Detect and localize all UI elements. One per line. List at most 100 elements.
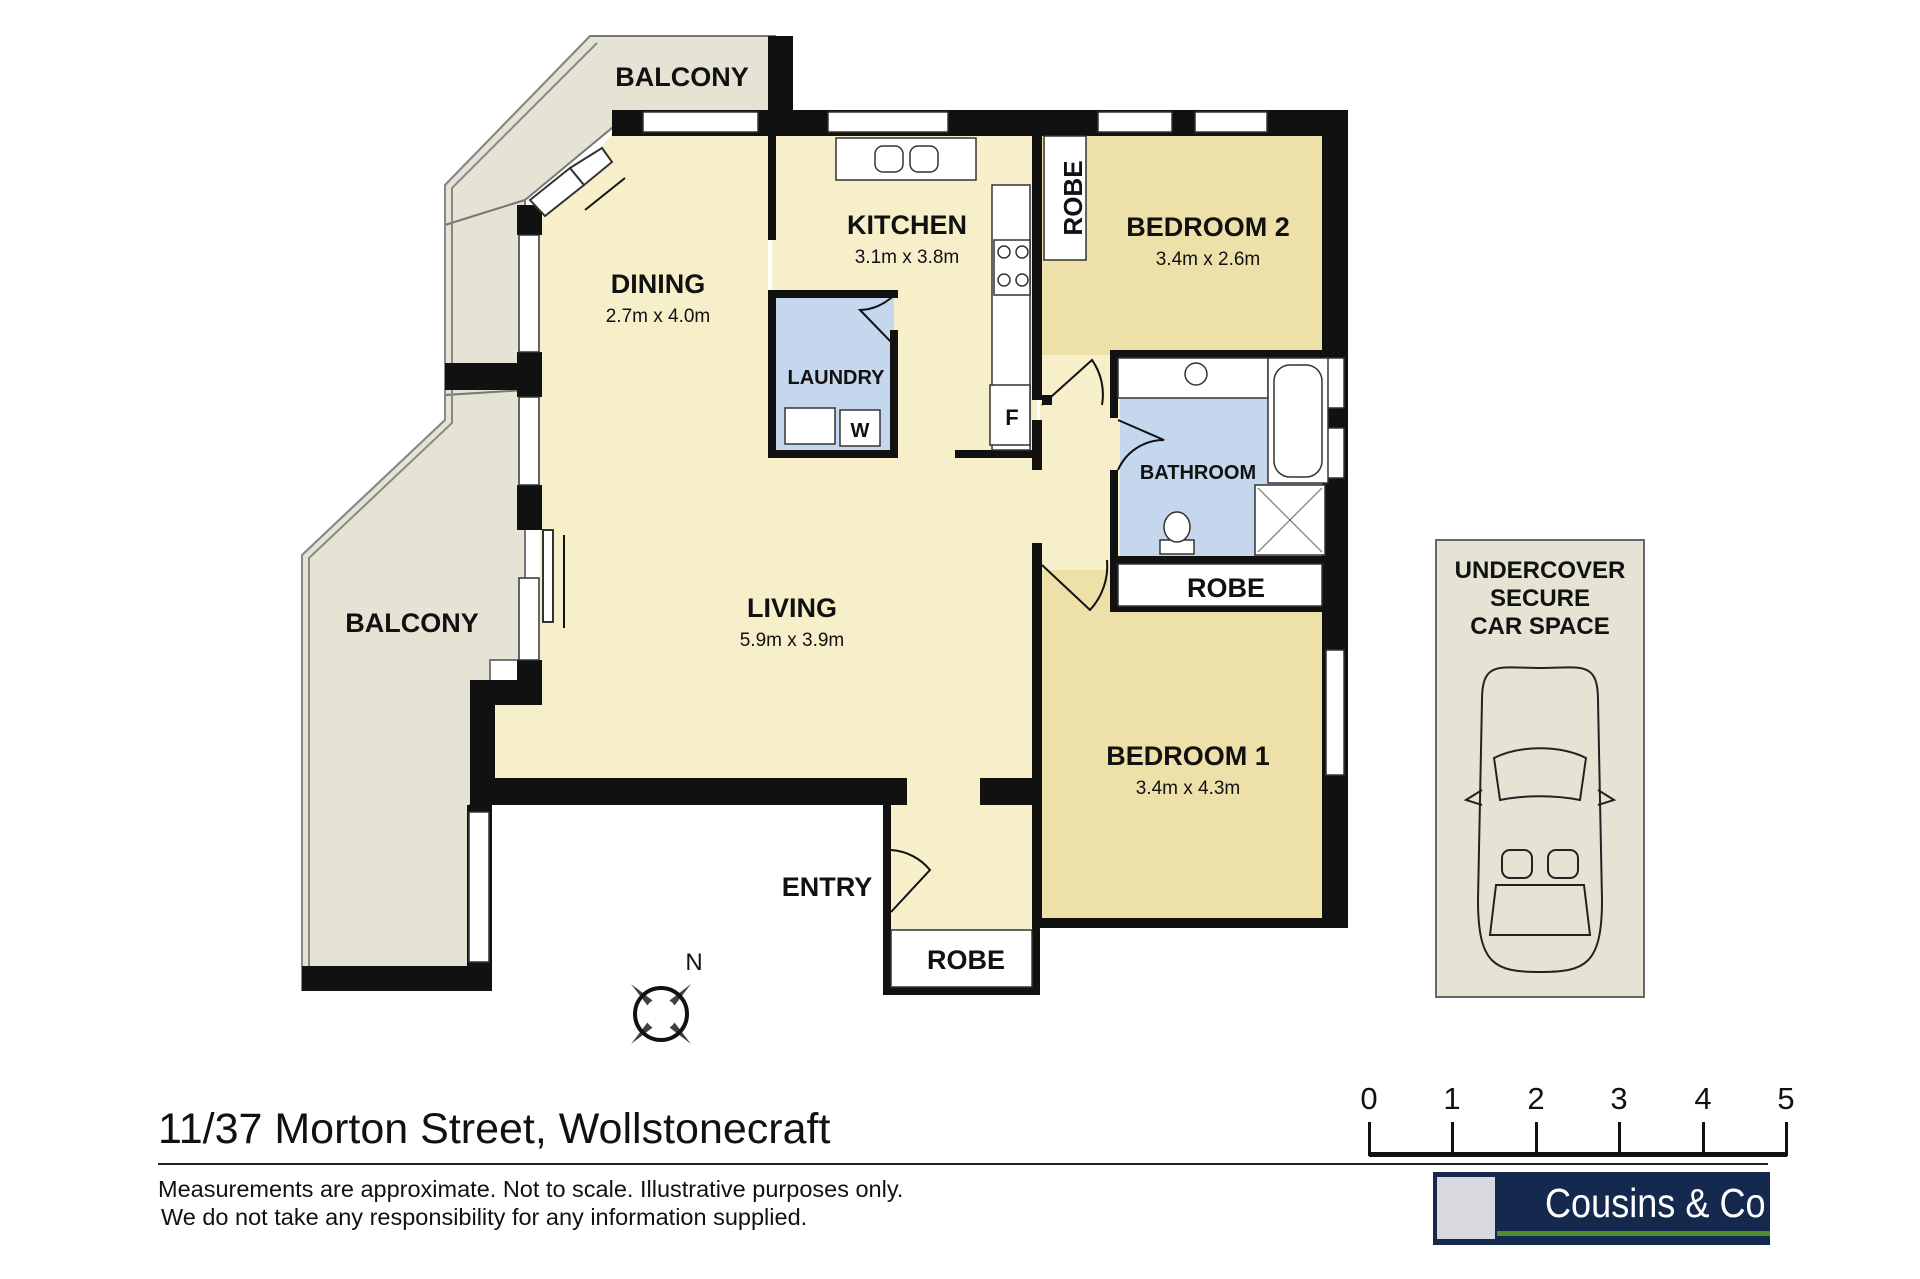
sliding-arrow bbox=[584, 177, 626, 211]
compass-center bbox=[645, 998, 677, 1030]
wall bbox=[517, 205, 542, 235]
laundry-label: LAUNDRY bbox=[787, 367, 885, 389]
robe-bedroom2-label: ROBE bbox=[1058, 160, 1088, 235]
door-swing bbox=[1117, 419, 1165, 471]
scale-tick bbox=[1368, 1122, 1371, 1156]
car-space-box bbox=[1435, 539, 1645, 998]
fridge-label: F bbox=[1005, 405, 1018, 430]
bathtub-inner bbox=[1273, 364, 1323, 478]
bedroom1-label: BEDROOM 1 bbox=[1106, 741, 1270, 771]
window bbox=[518, 577, 540, 661]
wall bbox=[1110, 556, 1348, 564]
logo-accent-bar bbox=[1497, 1231, 1770, 1236]
cooktop bbox=[993, 239, 1031, 296]
washer bbox=[839, 409, 881, 447]
wall bbox=[768, 130, 776, 240]
robe-bedroom2 bbox=[1043, 135, 1087, 261]
wall bbox=[955, 450, 1042, 458]
wall bbox=[445, 363, 542, 390]
window bbox=[1097, 111, 1173, 133]
disclaimer-line-1: Measurements are approximate. Not to sca… bbox=[158, 1176, 904, 1202]
kitchen-fixtures bbox=[835, 137, 1031, 451]
burner bbox=[997, 273, 1011, 287]
robe-entry bbox=[890, 929, 1033, 988]
wall bbox=[517, 485, 542, 530]
entry-label: ENTRY bbox=[782, 872, 873, 902]
car-mirror bbox=[1463, 789, 1483, 806]
door-swing bbox=[1041, 559, 1109, 612]
car-space-line2: SECURE bbox=[1490, 585, 1590, 612]
basin bbox=[1184, 362, 1208, 386]
bedroom2-label: BEDROOM 2 bbox=[1126, 212, 1290, 242]
hall-floor bbox=[1040, 355, 1120, 570]
scale-label-3: 3 bbox=[1610, 1081, 1627, 1116]
door-swing bbox=[857, 294, 895, 346]
property-address: 11/37 Morton Street, Wollstonecraft bbox=[158, 1105, 831, 1153]
compass-icon bbox=[617, 970, 705, 1058]
window bbox=[1194, 111, 1268, 133]
wall bbox=[768, 450, 898, 458]
wall bbox=[1110, 350, 1118, 418]
balcony-left-label: BALCONY bbox=[345, 608, 479, 638]
scale-tick bbox=[1535, 1122, 1538, 1156]
wall bbox=[1110, 350, 1348, 358]
window bbox=[827, 111, 949, 133]
scale-bar: 0 1 2 3 4 5 bbox=[1360, 1081, 1795, 1157]
wall bbox=[302, 966, 492, 991]
balcony-top-label: BALCONY bbox=[615, 62, 749, 92]
agency-logo: Cousins & Co bbox=[1433, 1172, 1770, 1245]
scale-tick bbox=[1785, 1122, 1788, 1156]
window bbox=[518, 234, 540, 353]
living-floor bbox=[495, 113, 1112, 930]
car-space-line1: UNDERCOVER bbox=[1455, 557, 1626, 584]
sink bbox=[835, 137, 977, 181]
balustrade-line bbox=[301, 35, 591, 990]
robe-hall bbox=[1117, 563, 1323, 607]
scale-tick bbox=[1618, 1122, 1621, 1156]
scale-label-0: 0 bbox=[1360, 1081, 1377, 1116]
bathroom-label: BATHROOM bbox=[1140, 462, 1256, 484]
shower-drain bbox=[1257, 487, 1323, 553]
dining-bay-window bbox=[568, 146, 614, 187]
windows bbox=[468, 111, 1345, 963]
window bbox=[518, 396, 540, 486]
laundry-tub bbox=[784, 407, 836, 445]
burner bbox=[1015, 273, 1029, 287]
living-label: LIVING bbox=[747, 593, 837, 623]
wall bbox=[1032, 543, 1042, 923]
cooktop-burners bbox=[997, 245, 1029, 287]
compass-north: N bbox=[685, 949, 702, 976]
scale-label-5: 5 bbox=[1777, 1081, 1794, 1116]
window bbox=[468, 811, 490, 963]
scale-tick bbox=[1702, 1122, 1705, 1156]
scale-label-2: 2 bbox=[1527, 1081, 1544, 1116]
window bbox=[1325, 649, 1345, 776]
burner bbox=[997, 245, 1011, 259]
building-icon bbox=[1437, 1177, 1495, 1239]
wall bbox=[883, 987, 1040, 995]
wall bbox=[470, 778, 907, 805]
robe-entry-label: ROBE bbox=[927, 945, 1005, 975]
car-mirror bbox=[1597, 789, 1617, 806]
compass-ring bbox=[633, 986, 689, 1042]
bedroom1-floor bbox=[1040, 570, 1328, 922]
sink-bowl bbox=[874, 145, 904, 173]
scale-label-4: 4 bbox=[1694, 1081, 1711, 1116]
car-body bbox=[1476, 666, 1604, 974]
sliding-door bbox=[542, 529, 554, 623]
wall bbox=[1032, 130, 1042, 400]
door-swing bbox=[1041, 358, 1104, 406]
wall bbox=[768, 290, 776, 458]
window bbox=[642, 111, 759, 133]
divider bbox=[158, 1163, 1768, 1165]
toilet-bowl bbox=[1163, 511, 1191, 543]
scale-tick bbox=[1451, 1122, 1454, 1156]
scale-baseline bbox=[1369, 1152, 1787, 1157]
wall bbox=[1322, 110, 1348, 928]
scale-label-1: 1 bbox=[1443, 1081, 1460, 1116]
door-swing bbox=[890, 849, 932, 913]
wall bbox=[768, 36, 793, 136]
car-icon bbox=[1463, 666, 1617, 974]
wall bbox=[883, 805, 891, 995]
